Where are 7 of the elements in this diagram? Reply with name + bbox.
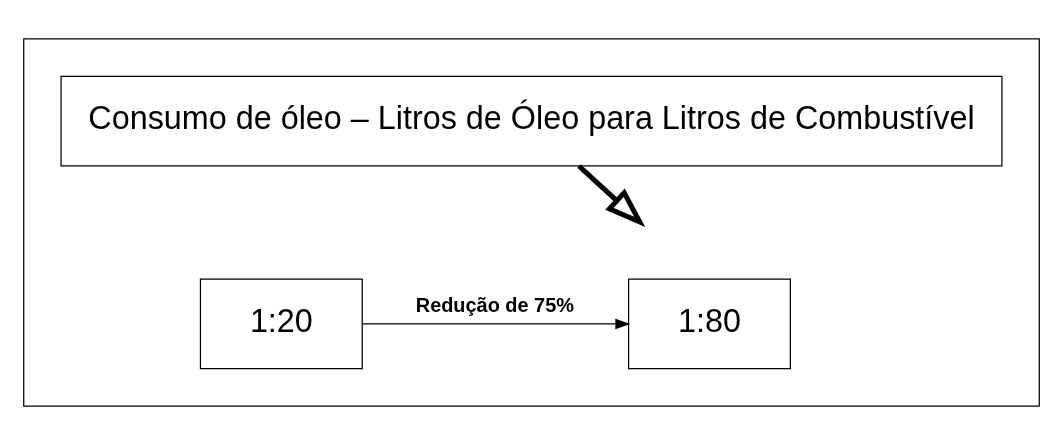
edge-label: Redução de 75% — [415, 293, 574, 316]
node-box: 1:20 — [199, 278, 363, 369]
node-box: 1:80 — [627, 278, 791, 369]
arrow — [361, 318, 631, 329]
node-box: Consumo de óleo – Litros de Óleo para Litros de Combustível — [60, 75, 1003, 166]
arrow — [577, 163, 646, 227]
cluster — [23, 37, 1040, 407]
